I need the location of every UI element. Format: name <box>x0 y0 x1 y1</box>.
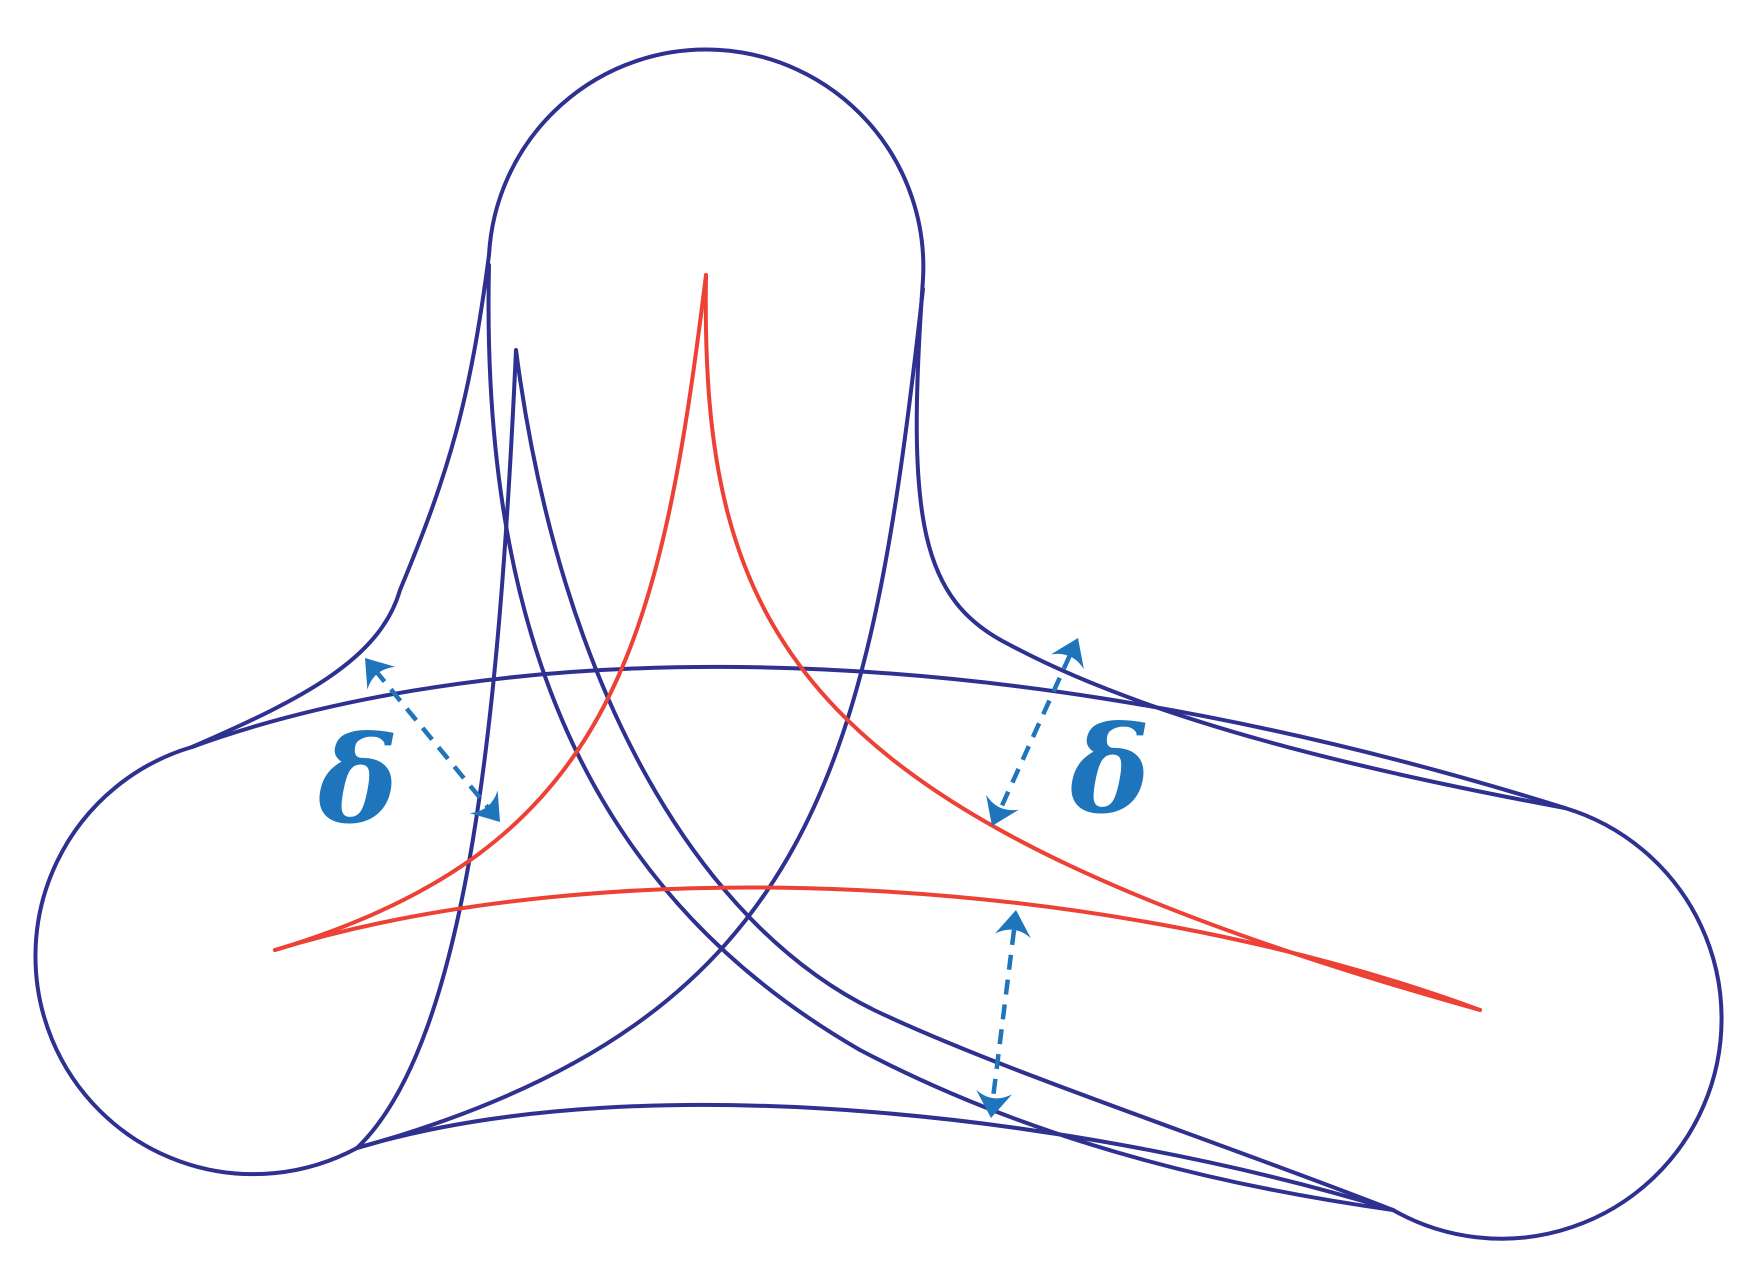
delta-arrow-right <box>975 630 1095 834</box>
delta-label-right: δ <box>1069 700 1150 841</box>
neighborhood-branch-horizontal-bottom <box>355 1102 1395 1212</box>
neighborhood-branch-upper-left <box>486 263 1395 1212</box>
neighborhood-branch-horizontal-top <box>190 664 1567 810</box>
geodesic-tripod-right-leg <box>703 273 1482 1012</box>
delta-label-left: δ <box>317 710 398 851</box>
delta-arrow-left <box>351 646 514 834</box>
delta-arrow-bottom <box>973 907 1034 1121</box>
neighborhood-branch-upper-right <box>355 287 925 1150</box>
geodesic-tripod-bottom-leg <box>273 885 1482 1012</box>
geodesic-tripod-left-leg <box>273 273 708 952</box>
